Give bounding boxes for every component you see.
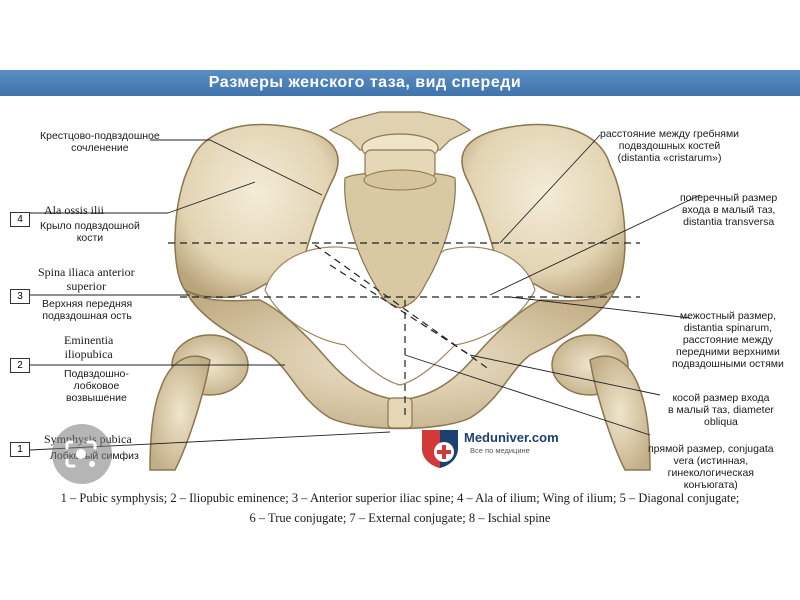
sacrum: [344, 171, 456, 309]
caption-line-2: 6 – True conjugate; 7 – External conjuga…: [249, 511, 551, 525]
lens-search-button[interactable]: [52, 424, 112, 484]
number-4: 4: [10, 212, 30, 227]
label-eminentia-latin-text: Eminentia iliopubica: [64, 333, 114, 361]
pubic-symphysis: [387, 397, 413, 429]
label-obliqua: косой размер входа в малый таз, diameter…: [668, 392, 774, 428]
top-blank-area: [0, 0, 800, 70]
leader-lines-right: [404, 134, 701, 436]
lens-icon: [65, 440, 97, 468]
label-spina-latin: Spina iliaca anterior superior: [38, 265, 135, 294]
label-eminentia-ru-text: Подвздошно- лобковое возвышение: [64, 368, 129, 405]
label-spinarum-text: межостный размер, distantia spinarum, ра…: [672, 310, 784, 371]
label-spina-ru: Верхняя передняя подвздошная ость: [42, 298, 132, 322]
label-ala-ru-text: Крыло подвздошной кости: [40, 220, 140, 245]
label-spina-latin-text: Spina iliaca anterior superior: [38, 265, 135, 293]
right-femur: [551, 334, 651, 471]
label-sacroiliac-text: Крестцово-подвздошное сочленение: [40, 130, 160, 155]
label-spinarum: межостный размер, distantia spinarum, ра…: [672, 310, 784, 370]
label-eminentia-latin: Eminentia iliopubica: [64, 333, 114, 362]
label-cristarum-text: расстояние между гребнями подвздошных ко…: [600, 128, 740, 165]
caption-line-1: 1 – Pubic symphysis; 2 – Iliopubic emine…: [60, 491, 740, 505]
number-3: 3: [10, 289, 30, 304]
diagram-title: Размеры женского таза, вид спереди: [208, 74, 522, 91]
label-eminentia-ru: Подвздошно- лобковое возвышение: [64, 368, 129, 404]
label-sacroiliac-joint: Крестцово-подвздошное сочленение: [40, 130, 160, 154]
label-vera-text: прямой размер, conjugata vera (истинная,…: [648, 443, 774, 492]
meduniver-shield-icon: [422, 430, 458, 468]
left-femur: [149, 334, 249, 471]
pelvic-ring: [183, 288, 617, 430]
logo-tagline: Все по медицине: [470, 446, 530, 455]
label-spina-ru-text: Верхняя передняя подвздошная ость: [42, 298, 133, 323]
title-bar: Размеры женского таза, вид спереди: [0, 70, 800, 96]
number-1: 1: [10, 442, 30, 457]
bottom-blank-area: [0, 532, 800, 600]
lumbar-vertebra: [328, 111, 472, 191]
logo-name: Meduniver.com: [464, 430, 559, 445]
label-ala-ru: Крыло подвздошной кости: [40, 220, 140, 244]
label-ala-latin: Ala ossis ilii: [44, 203, 105, 217]
measurement-lines: [168, 242, 640, 420]
label-vera: прямой размер, conjugata vera (истинная,…: [648, 443, 774, 491]
label-transversa: поперечный размер входа в малый таз, dis…: [680, 192, 777, 228]
line-obliqua-2: [329, 264, 471, 356]
number-2: 2: [10, 358, 30, 373]
label-cristarum: расстояние между гребнями подвздошных ко…: [600, 128, 739, 164]
meduniver-logo[interactable]: Meduniver.com Все по медицине: [418, 426, 578, 470]
label-transversa-text: поперечный размер входа в малый таз, dis…: [680, 192, 778, 229]
label-obliqua-text: косой размер входа в малый таз, diameter…: [668, 392, 774, 429]
